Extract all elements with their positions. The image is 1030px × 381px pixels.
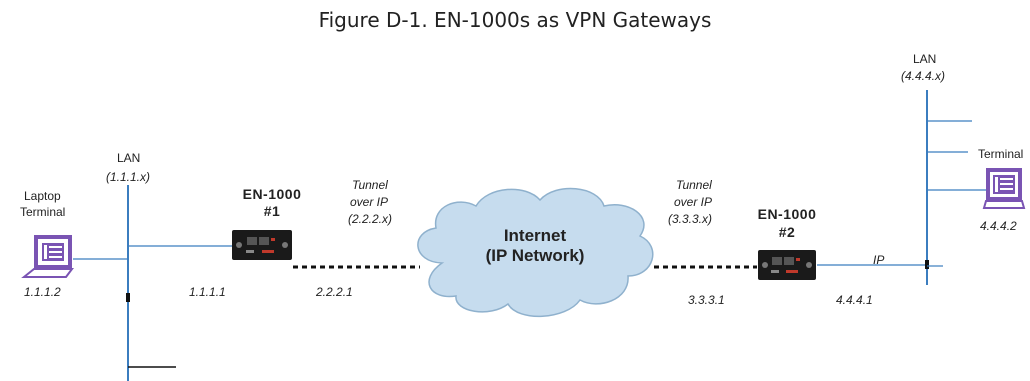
router2-icon	[758, 250, 816, 280]
tunnel2-line2: over IP	[674, 195, 713, 209]
left-lan-subnet: (1.1.1.x)	[106, 170, 151, 184]
router2-lan-ip: 4.4.4.1	[836, 293, 873, 307]
router1-wan-ip: 2.2.2.1	[316, 285, 353, 299]
laptop-ip: 1.1.1.2	[24, 285, 61, 299]
right-lan-port	[925, 260, 929, 269]
laptop-label-line2: Terminal	[20, 205, 66, 219]
terminal-ip: 4.4.4.2	[980, 219, 1017, 233]
tunnel2-subnet: (3.3.3.x)	[668, 212, 713, 226]
right-lan-label: LAN	[913, 52, 937, 66]
router2-wan-ip: 3.3.3.1	[688, 293, 725, 307]
ip-link-label: IP	[873, 253, 885, 267]
tunnel1-subnet: (2.2.2.x)	[348, 212, 393, 226]
laptop-label-line1: Laptop	[24, 189, 61, 203]
terminal-label: Terminal	[978, 147, 1024, 161]
router1-number: #1	[263, 203, 281, 219]
cloud-line1: Internet	[503, 226, 567, 245]
terminal-icon	[982, 168, 1026, 209]
router2-name: EN-1000	[757, 206, 817, 222]
laptop-icon	[21, 235, 74, 278]
figure-title: Figure D-1. EN-1000s as VPN Gateways	[318, 8, 712, 32]
right-lan-subnet: (4.4.4.x)	[901, 69, 946, 83]
left-lan-port	[126, 293, 130, 302]
cloud-line2: (IP Network)	[485, 246, 585, 265]
router2-number: #2	[778, 224, 796, 240]
internet-cloud	[417, 187, 654, 317]
router1-name: EN-1000	[242, 186, 302, 202]
router1-icon	[232, 230, 292, 260]
left-lan-label: LAN	[117, 151, 141, 165]
tunnel1-line1: Tunnel	[352, 178, 388, 192]
tunnel1-line2: over IP	[350, 195, 389, 209]
tunnel2-line1: Tunnel	[676, 178, 712, 192]
router1-lan-ip: 1.1.1.1	[189, 285, 226, 299]
